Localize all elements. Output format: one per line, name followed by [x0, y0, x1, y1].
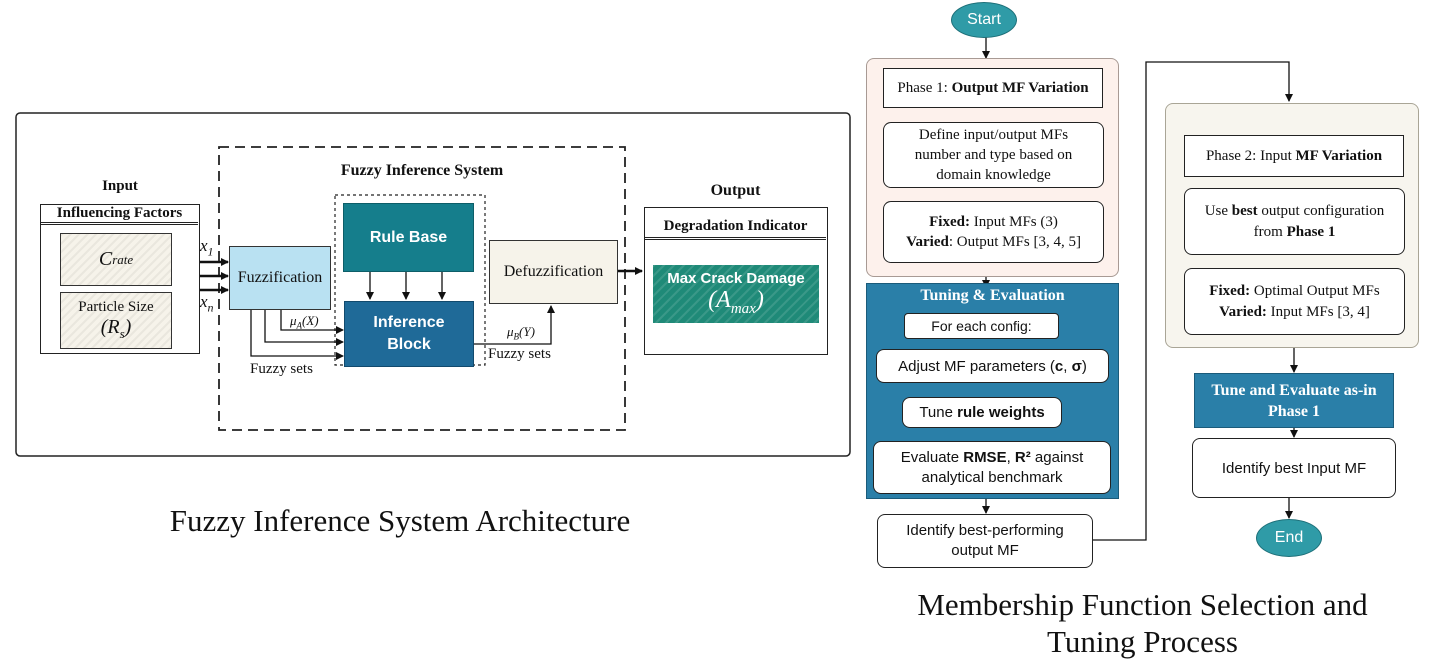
rule-base-block: Rule Base [343, 203, 474, 272]
fis-title: Fuzzy Inference System [340, 162, 504, 179]
rs-symbol: R [107, 316, 120, 338]
amax-subscript: max [730, 300, 756, 317]
x1-label: x1 [200, 236, 214, 259]
mu-a-label: μA(X) [290, 313, 319, 331]
fuzzy-sets-right-label: Fuzzy sets [488, 346, 551, 362]
fis-dashed-boundary [218, 146, 626, 431]
architecture-frame [15, 112, 851, 457]
adjust-mf-parameters-step: Adjust MF parameters (c, σ) [876, 349, 1109, 383]
inference-block: Inference Block [344, 301, 474, 367]
phase2-title: Phase 2: Input MF Variation [1184, 135, 1404, 177]
for-each-config-step: For each config: [904, 313, 1059, 339]
flow-caption-line2: Tuning Process [1047, 624, 1238, 659]
flow-caption: Membership Function Selection and Tuning… [860, 586, 1425, 660]
particle-size-label: Particle Size [78, 299, 154, 315]
mu-b-label: μB(Y) [507, 324, 535, 342]
xn-label: xn [200, 292, 214, 315]
rule-inference-dotted-boundary [334, 194, 486, 366]
tuning-evaluation-title: Tuning & Evaluation [920, 287, 1065, 304]
output-panel: Degradation Indicator Max Crack Damage (… [644, 207, 828, 355]
arrow-fuzz-inf-2 [264, 310, 344, 346]
input-subheading: Influencing Factors [41, 205, 198, 225]
identify-best-output-mf: Identify best-performing output MF [877, 514, 1093, 568]
crate-symbol: C [98, 248, 113, 270]
flow-caption-line1: Membership Function Selection and [917, 587, 1368, 622]
max-crack-damage-indicator: Max Crack Damage (Amax) [653, 265, 819, 323]
phase2-fixed-varied: Fixed: Optimal Output MFs Varied: Input … [1184, 268, 1405, 335]
phase1-title: Phase 1: Output MF Variation [883, 68, 1103, 108]
arrow-inf-defuzz [474, 305, 555, 345]
evaluate-rmse-step: Evaluate RMSE, R² against analytical ben… [873, 441, 1111, 494]
phase2-use-best-config: Use best output configuration from Phase… [1184, 188, 1405, 255]
phase1-fixed-varied: Fixed: Input MFs (3) Varied: Output MFs … [883, 201, 1104, 263]
rs-subscript: s [119, 326, 125, 341]
tune-rule-weights-step: Tune rule weights [902, 397, 1062, 428]
amax-symbol: A [716, 287, 731, 313]
arrow-fuzz-inf-1 [280, 310, 344, 334]
output-subheading: Degradation Indicator [645, 216, 826, 240]
identify-best-input-mf: Identify best Input MF [1192, 438, 1396, 498]
start-node: Start [951, 2, 1017, 38]
output-heading: Output [710, 182, 761, 199]
arrow-identify-phase2 [1093, 61, 1293, 541]
defuzzification-block: Defuzzification [489, 240, 618, 304]
fuzzy-sets-left-label: Fuzzy sets [250, 361, 313, 377]
arrow-fuzz-inf-3 [250, 310, 344, 360]
tune-evaluate-as-phase1: Tune and Evaluate as-in Phase 1 [1194, 373, 1394, 428]
max-crack-damage-label: Max Crack Damage [667, 270, 805, 287]
crate-subscript: rate [112, 251, 134, 267]
phase1-define-mfs: Define input/output MFs number and type … [883, 122, 1104, 188]
end-node: End [1256, 519, 1322, 557]
particle-size-factor: Particle Size (Rs) [60, 292, 172, 349]
architecture-caption: Fuzzy Inference System Architecture [169, 503, 631, 538]
fuzzification-block: Fuzzification [229, 246, 331, 310]
input-heading: Input [102, 177, 138, 194]
